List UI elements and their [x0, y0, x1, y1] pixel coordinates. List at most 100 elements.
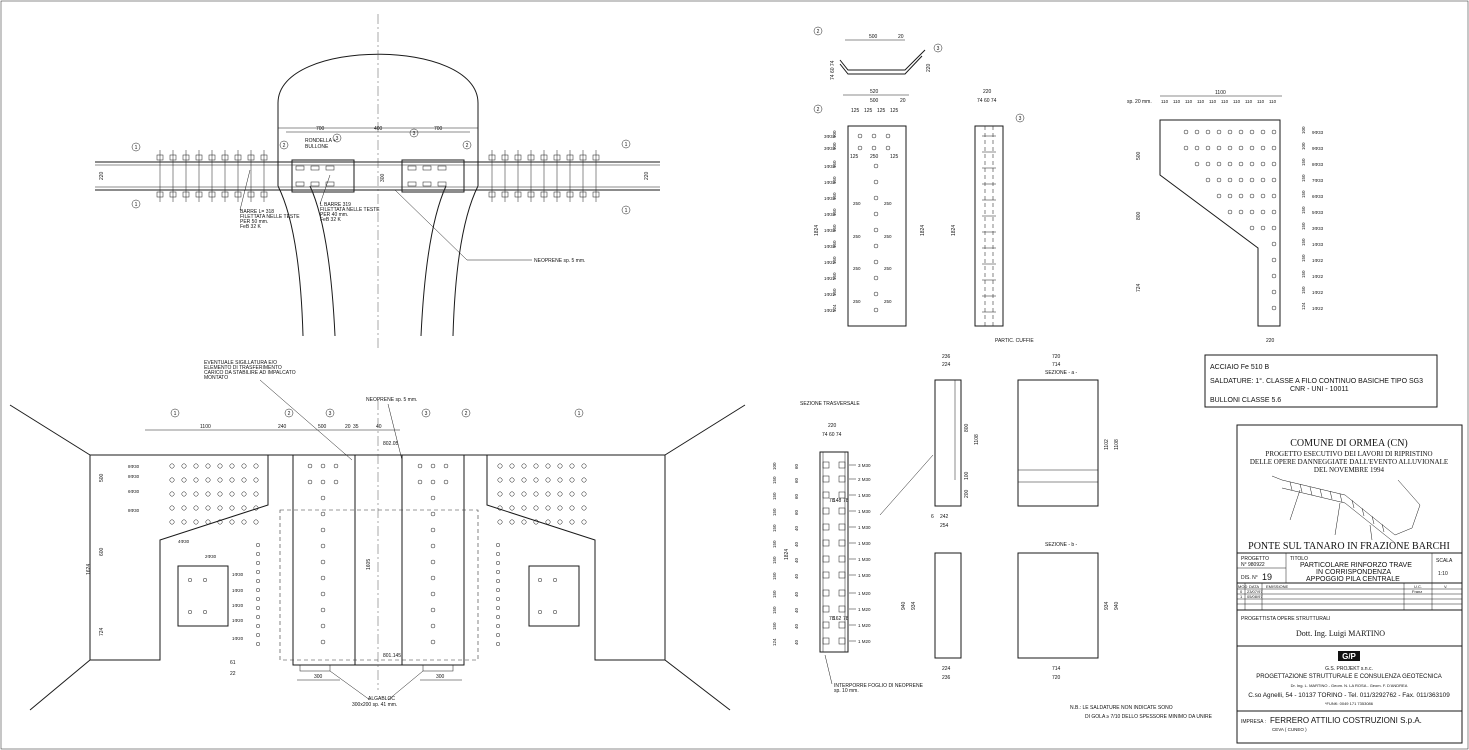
plan-marker-2-a: 2	[284, 408, 294, 418]
section-left-dim: 150	[772, 606, 777, 614]
cuff-plate-250: 250	[884, 266, 892, 271]
tb-progetto-3: DEL NOVEMBRE 1994	[1314, 466, 1385, 474]
marker-1-b: 1	[131, 199, 141, 209]
section-b-title: SEZIONE - b -	[1045, 542, 1078, 548]
tb-logo-box	[1338, 651, 1360, 661]
svg-text:2: 2	[288, 411, 291, 417]
section-bolt	[822, 571, 830, 579]
anchor-bolt	[187, 577, 193, 583]
big-plate-bolt	[1271, 129, 1277, 135]
svg-text:1: 1	[135, 202, 138, 208]
big-plate-bolt	[1183, 145, 1189, 151]
plan-bolt	[509, 505, 515, 511]
section-bolt	[838, 539, 846, 547]
plan-bolt	[320, 575, 326, 581]
pier-leg	[277, 185, 304, 337]
tb-scala-label: SCALA	[1436, 558, 1453, 564]
section-interporre-1: INTERPORRE FOGLIO DI NEOPRENE	[834, 683, 924, 689]
section-bolt	[822, 491, 830, 499]
plan-bolt	[241, 505, 247, 511]
section-inner-dim: 60	[794, 509, 799, 515]
cuff-bolt-label: 3Φ33	[824, 146, 836, 151]
plan-bolt	[581, 491, 587, 497]
cuff-plate-20: 20	[900, 98, 906, 104]
plan-bolt	[169, 477, 175, 483]
big-plate-bolt	[1260, 225, 1266, 231]
plan-bolt	[217, 519, 223, 525]
plan-bolt	[205, 463, 211, 469]
plan-bolt	[495, 551, 501, 557]
plan-bolt	[307, 463, 313, 469]
plan-bolt	[495, 542, 501, 548]
big-plate-bolt	[1194, 129, 1200, 135]
sec-a-1108: 1108	[1114, 439, 1120, 450]
tb-gs4: C.so Agnelli, 54 - 10137 TORINO - Tel. 0…	[1248, 692, 1450, 699]
nb-line-1: N.B.: LE SALDATURE NON INDICATE SONO	[1070, 705, 1173, 711]
big-right-dim: 100	[1301, 142, 1306, 150]
tb-logo: G/P	[1342, 652, 1356, 661]
cuff-plate-250: 250	[853, 234, 861, 239]
tb-ponte: PONTE SUL TANARO IN FRAZIONE BARCHI	[1248, 541, 1450, 552]
plan-cuff-right	[486, 455, 666, 661]
big-right-dim: 150	[1301, 254, 1306, 262]
big-plate-bolt	[1271, 273, 1277, 279]
plan-bolt	[229, 519, 235, 525]
plan-dim-1605: 1605	[366, 559, 372, 570]
plan-bolt	[253, 505, 259, 511]
plan-bolt	[581, 463, 587, 469]
cuff-bolt-label: 1Φ33	[824, 228, 836, 233]
tb-gs3: Dr. Ing. L. MARTINO - Geom. N. LA ROSA -…	[1291, 683, 1408, 688]
cuff-bolt	[885, 133, 891, 139]
plan-bolt	[495, 632, 501, 638]
big-plate-bolt	[1216, 161, 1222, 167]
plan-bolt-label: 1Φ30	[232, 572, 244, 577]
plan-bolt	[255, 587, 261, 593]
sec-a-1102: 1102	[1104, 439, 1110, 450]
section-bolt-label: 1 M20	[858, 591, 871, 596]
section-bolt	[822, 461, 830, 469]
section-left-dim: 150	[772, 556, 777, 564]
plan-bolt	[569, 477, 575, 483]
plan-bolt	[521, 463, 527, 469]
cuff-left-dim: 124	[832, 304, 837, 312]
svg-text:1: 1	[135, 145, 138, 151]
big-plate-bolt	[1216, 129, 1222, 135]
cuff-bolt	[873, 179, 879, 185]
section-bolt-label: 1 M30	[858, 573, 871, 578]
plan-bolt	[495, 641, 501, 647]
cuff-plate-mid-250: 250	[870, 154, 879, 160]
big-bolt-label: 1Φ22	[1312, 290, 1324, 295]
cuff-bolt	[873, 307, 879, 313]
anchor-bolt	[552, 577, 558, 583]
cuff-big-800: 800	[1136, 211, 1142, 220]
plan-bolt	[205, 477, 211, 483]
dim-220-left: 220	[99, 171, 105, 180]
plan-bolt	[205, 519, 211, 525]
bar-nut	[422, 165, 432, 171]
sa-242: 242	[940, 514, 949, 520]
section-left-dim: 100	[772, 462, 777, 470]
tb-progetto-label: PROGETTO	[1241, 556, 1269, 562]
cuff-bolt-label: 3Φ33	[824, 134, 836, 139]
plan-bolt	[320, 511, 326, 517]
label-neoprene-plan: NEOPRENE sp. 5 mm.	[366, 397, 417, 403]
sa-800: 800	[964, 423, 970, 432]
cuff-side-marker-3: 3	[1015, 113, 1025, 123]
cuff-bolt-label: 1Φ22	[824, 276, 836, 281]
section-inner-dim: 40	[794, 541, 799, 547]
section-left-dim: 150	[772, 508, 777, 516]
big-bolt-label: 1Φ22	[1312, 258, 1324, 263]
plan-bolt-label: 8Φ30	[128, 508, 140, 513]
tb-titolo-label: TITOLO	[1290, 556, 1308, 562]
plan-bolt	[545, 463, 551, 469]
section-bolt	[838, 571, 846, 579]
plan-bolt	[545, 477, 551, 483]
tb-progetto-1: PROGETTO ESECUTIVO DEI LAVORI DI RIPRIST…	[1265, 450, 1432, 458]
section-bolt	[822, 555, 830, 563]
big-bolt-label: 3Φ33	[1312, 226, 1324, 231]
plan-bolt	[320, 495, 326, 501]
plan-bolt	[581, 519, 587, 525]
plan-bolt	[181, 491, 187, 497]
tb-gs: G.S. PROJEKT s.n.c.	[1325, 666, 1373, 672]
big-plate-bolt	[1271, 193, 1277, 199]
